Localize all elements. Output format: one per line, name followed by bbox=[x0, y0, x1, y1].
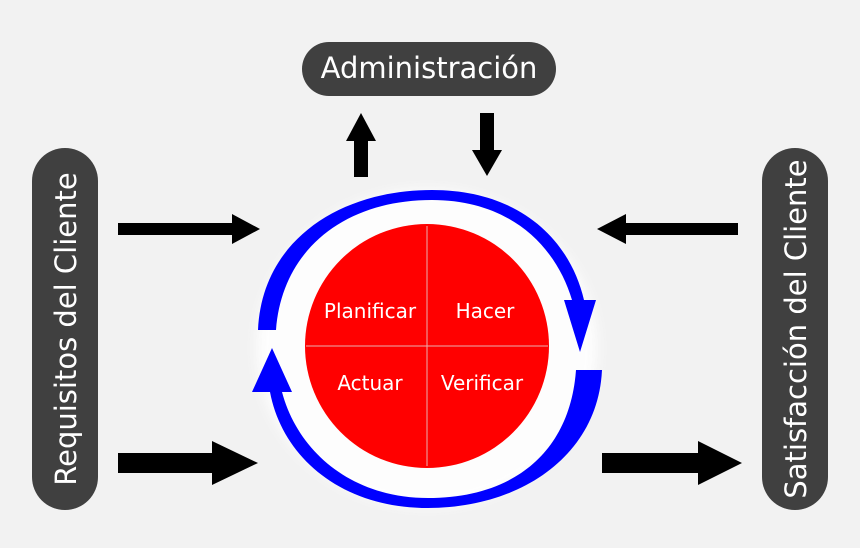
quadrant-hacer: Hacer bbox=[456, 299, 516, 323]
arrow-right-lower-right-icon bbox=[602, 441, 742, 485]
arrow-right-upper-left-icon bbox=[118, 214, 260, 244]
arrow-right-lower-left-icon bbox=[118, 441, 258, 485]
quadrant-planificar: Planificar bbox=[324, 299, 417, 323]
administracion-box: Administración bbox=[302, 42, 556, 96]
requisitos-label: Requisitos del Cliente bbox=[49, 172, 83, 485]
satisfaccion-box: Satisfacción del Cliente bbox=[762, 148, 828, 510]
administracion-label: Administración bbox=[321, 51, 538, 85]
satisfaccion-label: Satisfacción del Cliente bbox=[779, 159, 813, 498]
arrow-down-icon bbox=[472, 113, 502, 176]
quadrant-verificar: Verificar bbox=[441, 371, 524, 395]
arrow-up-icon bbox=[346, 113, 376, 177]
requisitos-box: Requisitos del Cliente bbox=[32, 148, 98, 510]
quadrant-actuar: Actuar bbox=[337, 371, 403, 395]
arrow-left-upper-right-icon bbox=[597, 214, 738, 244]
